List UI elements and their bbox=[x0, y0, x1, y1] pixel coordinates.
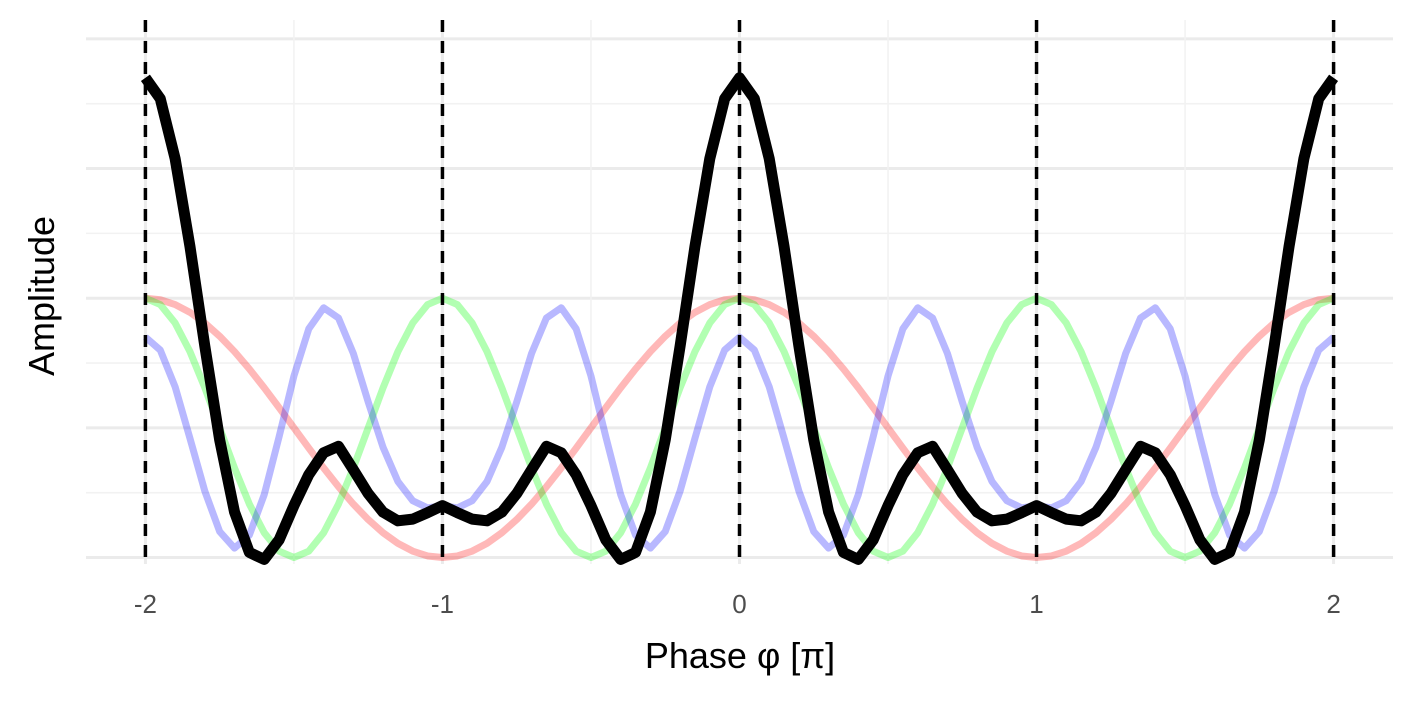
x-tick-label-1: -1 bbox=[431, 589, 454, 619]
x-tick-label-0: -2 bbox=[134, 589, 157, 619]
x-tick-label-4: 2 bbox=[1326, 589, 1340, 619]
x-axis-title: Phase φ [π] bbox=[645, 635, 835, 676]
reference-lines bbox=[143, 20, 1336, 564]
series-line-3 bbox=[140, 72, 1339, 565]
x-tick-label-3: 1 bbox=[1029, 589, 1043, 619]
x-tick-label-2: 0 bbox=[732, 589, 746, 619]
x-tick-labels: -2 -1 0 1 2 bbox=[134, 589, 1341, 619]
y-axis-title: Amplitude bbox=[21, 216, 62, 376]
